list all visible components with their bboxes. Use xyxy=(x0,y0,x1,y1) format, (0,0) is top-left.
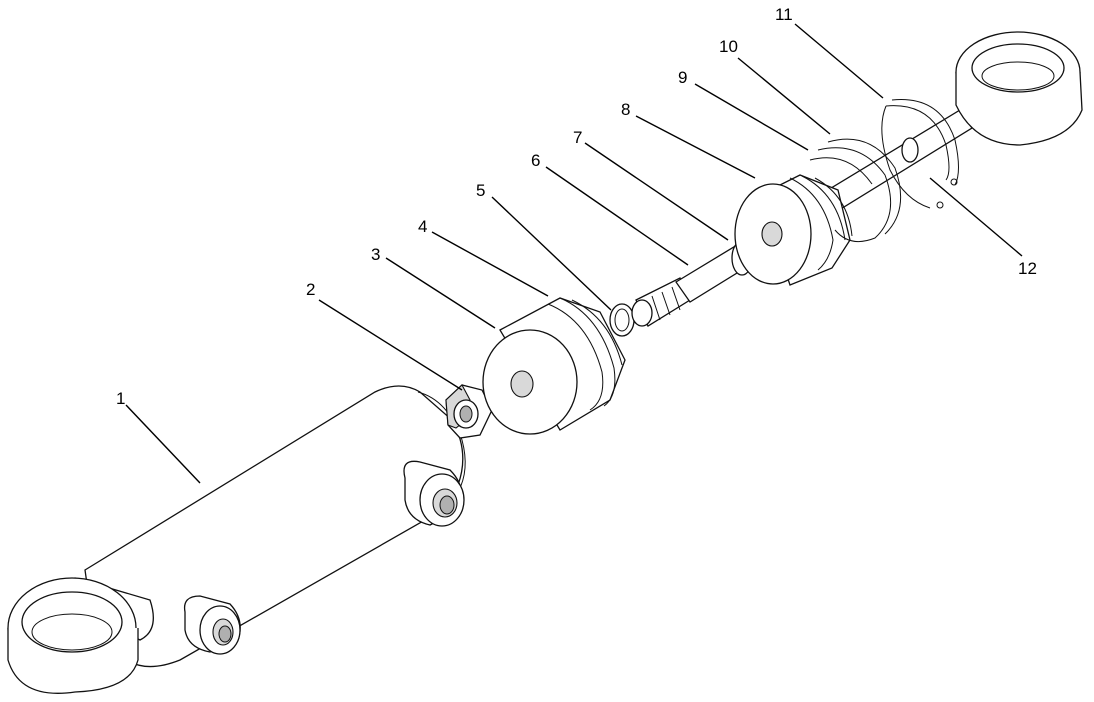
snap-ring xyxy=(881,99,959,209)
callout-5: 5 xyxy=(476,181,485,200)
callout-2: 2 xyxy=(306,280,315,299)
o-ring xyxy=(609,303,635,337)
callout-4: 4 xyxy=(418,217,427,236)
callout-11: 11 xyxy=(775,5,793,24)
callout-12: 12 xyxy=(1018,259,1037,278)
callout-10: 10 xyxy=(719,37,738,56)
callout-7: 7 xyxy=(573,128,582,147)
leader-lines xyxy=(125,23,1023,484)
callout-8: 8 xyxy=(621,100,630,119)
callouts: 1 2 3 4 5 6 7 8 9 10 11 12 xyxy=(116,5,1037,408)
callout-6: 6 xyxy=(531,151,540,170)
hex-nut xyxy=(445,384,493,439)
cylinder-barrel xyxy=(7,385,466,694)
wear-ring-and-seal xyxy=(809,138,902,243)
rod-end-eye xyxy=(955,31,1083,146)
cylinder-head xyxy=(482,297,626,435)
piston xyxy=(734,174,853,286)
callout-3: 3 xyxy=(371,245,380,264)
callout-9: 9 xyxy=(678,68,687,87)
callout-1: 1 xyxy=(116,389,125,408)
